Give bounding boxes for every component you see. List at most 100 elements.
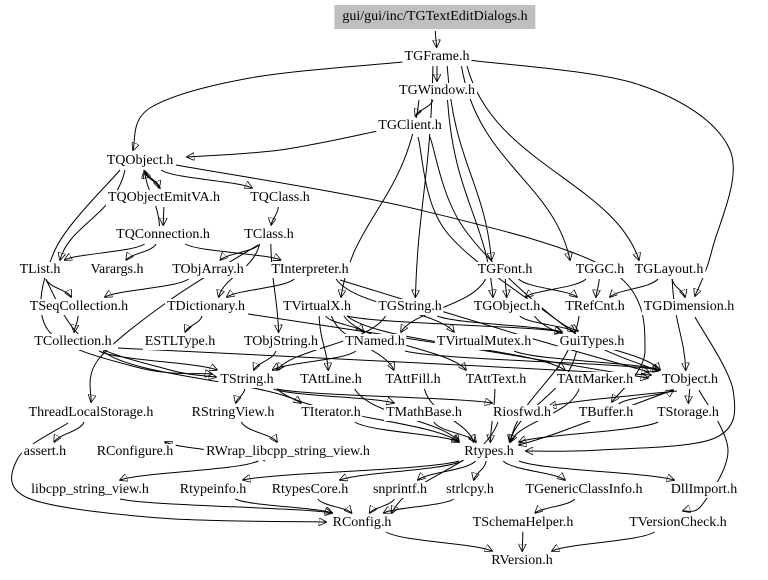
edge-tlist-tseqcollection <box>45 278 71 297</box>
edge-tstring-riosfwd <box>276 388 492 403</box>
edge-tcollection-tstring <box>98 350 217 370</box>
edge-guitypes-rtypes <box>510 350 578 442</box>
graph-node-tseqcollection[interactable]: TSeqCollection.h <box>27 299 131 315</box>
graph-node-assert[interactable]: assert.h <box>21 444 69 460</box>
graph-node-tlist[interactable]: TList.h <box>17 262 63 278</box>
graph-node-tobjstring[interactable]: TObjString.h <box>241 334 321 350</box>
edge-tggc-tgobject <box>526 278 587 297</box>
edge-tgwindow-tgclient <box>415 99 434 116</box>
graph-node-tattline[interactable]: TAttLine.h <box>298 372 364 388</box>
graph-node-strlcpy[interactable]: strlcpy.h <box>444 482 496 498</box>
graph-node-tgdimension[interactable]: TGDimension.h <box>641 299 737 315</box>
edge-tgclient-tqobject <box>187 130 379 157</box>
edge-tobject-rtypes <box>519 389 674 445</box>
edge-dialog-tgframe <box>435 30 436 47</box>
edge-snprintf-rconfig <box>370 498 395 513</box>
graph-node-guitypes[interactable]: GuiTypes.h <box>557 334 627 350</box>
edge-rtypes-snprintf <box>418 460 477 480</box>
graph-node-riosfwd[interactable]: Riosfwd.h <box>491 405 553 421</box>
edge-tclass-tobjstring <box>270 243 279 332</box>
edge-rtypes-tgenericclassinfo <box>502 460 565 480</box>
graph-node-rconfigure[interactable]: RConfigure.h <box>94 444 176 460</box>
graph-node-tls[interactable]: ThreadLocalStorage.h <box>26 405 156 421</box>
graph-node-tgenericclassinfo[interactable]: TGenericClassInfo.h <box>523 482 645 498</box>
edge-tversioncheck-rversion <box>552 531 655 551</box>
graph-node-tgwindow[interactable]: TGWindow.h <box>397 83 477 99</box>
graph-node-tqclass[interactable]: TQClass.h <box>248 190 312 206</box>
edge-tstorage-rtypes <box>519 421 659 442</box>
graph-node-tgstring[interactable]: TGString.h <box>376 299 444 315</box>
graph-node-tattmarker[interactable]: TAttMarker.h <box>554 372 636 388</box>
graph-node-rversion[interactable]: RVersion.h <box>489 553 555 569</box>
graph-node-tggc[interactable]: TGGC.h <box>573 262 627 278</box>
graph-node-tattfill[interactable]: TAttFill.h <box>383 372 443 388</box>
graph-node-tobject[interactable]: TObject.h <box>659 372 721 388</box>
graph-node-tschemahelper[interactable]: TSchemaHelper.h <box>470 515 576 531</box>
edge-rwrap-libcpp <box>120 460 259 480</box>
edge-tobject-tstorage <box>688 388 689 403</box>
graph-node-tbuffer[interactable]: TBuffer.h <box>576 405 636 421</box>
graph-node-tclass[interactable]: TClass.h <box>242 227 296 243</box>
edge-tstring-rtypes <box>276 388 459 442</box>
graph-node-tversioncheck[interactable]: TVersionCheck.h <box>627 515 729 531</box>
edge-libcpp-rconfig <box>119 498 332 513</box>
graph-node-tvirtualx[interactable]: TVirtualX.h <box>281 299 353 315</box>
graph-node-tvirtualmutex[interactable]: TVirtualMutex.h <box>434 334 534 350</box>
edge-rtypescore-rconfig <box>317 498 352 513</box>
edge-tls-rconfig <box>11 422 326 522</box>
edge-tqconnection-tlist <box>65 243 145 260</box>
graph-node-tqconnection[interactable]: TQConnection.h <box>114 227 212 243</box>
edge-tgframe-tggc <box>460 65 570 260</box>
graph-node-tglayout[interactable]: TGLayout.h <box>632 262 706 278</box>
graph-node-snprintf[interactable]: snprintf.h <box>370 482 430 498</box>
graph-node-rwrap[interactable]: RWrap_libcpp_string_view.h <box>204 444 372 460</box>
graph-node-tobjarray[interactable]: TObjArray.h <box>170 262 246 278</box>
edge-tvirtualmutex-tobject <box>513 350 660 370</box>
graph-node-rtypes[interactable]: Rtypes.h <box>462 444 516 460</box>
edge-tqobject-tqclass <box>160 169 252 188</box>
graph-node-tatttext[interactable]: TAttText.h <box>463 372 529 388</box>
edge-tschemahelper-rversion <box>522 531 523 551</box>
edge-rtypes-strlcpy <box>474 460 487 480</box>
graph-node-titerator[interactable]: TIterator.h <box>299 405 363 421</box>
graph-node-estltype[interactable]: ESTLType.h <box>142 334 218 350</box>
edge-tqconnection-varargs <box>126 243 157 260</box>
graph-node-tnamed[interactable]: TNamed.h <box>343 334 407 350</box>
edge-tstring-rstringview <box>236 388 246 403</box>
graph-node-tstring[interactable]: TString.h <box>218 372 276 388</box>
graph-node-tgfont[interactable]: TGFont.h <box>475 262 535 278</box>
graph-node-rconfig[interactable]: RConfig.h <box>330 515 394 531</box>
graph-node-tgobject[interactable]: TGObject.h <box>471 299 543 315</box>
graph-node-varargs[interactable]: Varargs.h <box>88 262 146 278</box>
graph-node-rstringview[interactable]: RStringView.h <box>189 405 277 421</box>
graph-node-tgclient[interactable]: TGClient.h <box>376 118 444 134</box>
graph-node-rtypeinfo[interactable]: Rtypeinfo.h <box>177 482 249 498</box>
edge-tmathbase-rtypes <box>433 421 476 442</box>
graph-node-tmathbase[interactable]: TMathBase.h <box>384 405 464 421</box>
graph-node-tstorage[interactable]: TStorage.h <box>655 405 721 421</box>
graph-node-dllimport[interactable]: DllImport.h <box>668 482 740 498</box>
edge-strlcpy-rconfig <box>384 498 455 513</box>
graph-node-tgframe[interactable]: TGFrame.h <box>402 49 472 65</box>
graph-node-libcpp[interactable]: libcpp_string_view.h <box>29 482 151 498</box>
edge-rtypeinfo-rconfig <box>235 498 332 513</box>
edge-tglayout-tobject <box>671 278 686 370</box>
graph-node-dialog[interactable]: gui/gui/inc/TGTextEditDialogs.h <box>334 5 536 29</box>
edge-tgstring-tstring <box>277 315 386 370</box>
edge-tqobject-tbuffer <box>175 164 646 402</box>
graph-node-tqemitva[interactable]: TQObjectEmitVA.h <box>105 190 223 206</box>
edge-tobjstring-tstring <box>254 350 277 370</box>
graph-node-tcollection[interactable]: TCollection.h <box>32 334 114 350</box>
edge-tgfont-trefcnt <box>518 278 578 297</box>
edge-tclass-tobjarray <box>220 243 261 260</box>
graph-node-tdictionary[interactable]: TDictionary.h <box>164 299 248 315</box>
edge-rstringview-rwrap <box>240 421 277 442</box>
graph-node-rtypescore[interactable]: RtypesCore.h <box>269 482 351 498</box>
graph-node-tqobject[interactable]: TQObject.h <box>104 153 176 169</box>
graph-node-tinterpreter[interactable]: TInterpreter.h <box>269 262 351 278</box>
edge-tglayout-trefcnt <box>610 278 659 297</box>
edge-tlist-tstring <box>45 279 216 377</box>
edge-tinterpreter-tobject <box>339 279 649 372</box>
graph-node-trefcnt[interactable]: TRefCnt.h <box>563 299 627 315</box>
